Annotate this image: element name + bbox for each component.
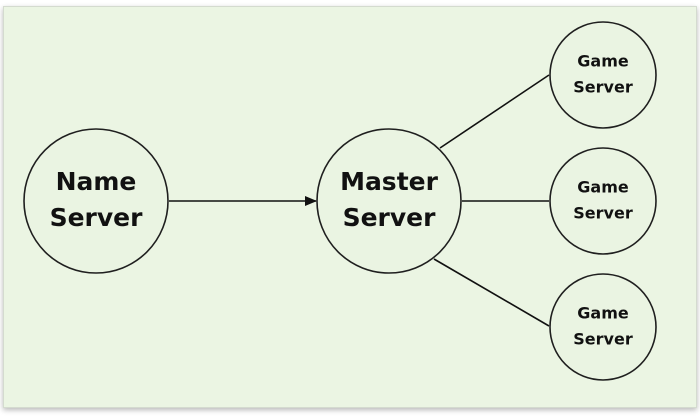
game-server-bottom-label-line2: Server [573, 330, 633, 349]
name-server-circle [23, 128, 169, 274]
game-server-top-circle [549, 21, 657, 129]
node-game-server-top: Game Server [549, 21, 657, 129]
game-server-top-label-line2: Server [573, 78, 633, 97]
node-master-server: Master Server [316, 128, 462, 274]
node-name-server: Name Server [23, 128, 169, 274]
game-server-middle-label-line2: Server [573, 204, 633, 223]
game-server-middle-label-line1: Game [577, 178, 629, 197]
node-game-server-bottom: Game Server [549, 273, 657, 381]
game-server-middle-circle [549, 147, 657, 255]
master-server-label-line1: Master [340, 167, 439, 196]
game-server-bottom-label-line1: Game [577, 304, 629, 323]
node-game-server-middle: Game Server [549, 147, 657, 255]
master-server-circle [316, 128, 462, 274]
edge-master-to-game-top [439, 74, 550, 149]
name-server-label-line2: Server [50, 203, 144, 232]
master-server-label-line2: Server [343, 203, 437, 232]
name-server-label-line1: Name [56, 167, 137, 196]
edge-master-to-game-bottom [433, 258, 550, 327]
game-server-top-label-line1: Game [577, 52, 629, 71]
game-server-bottom-circle [549, 273, 657, 381]
